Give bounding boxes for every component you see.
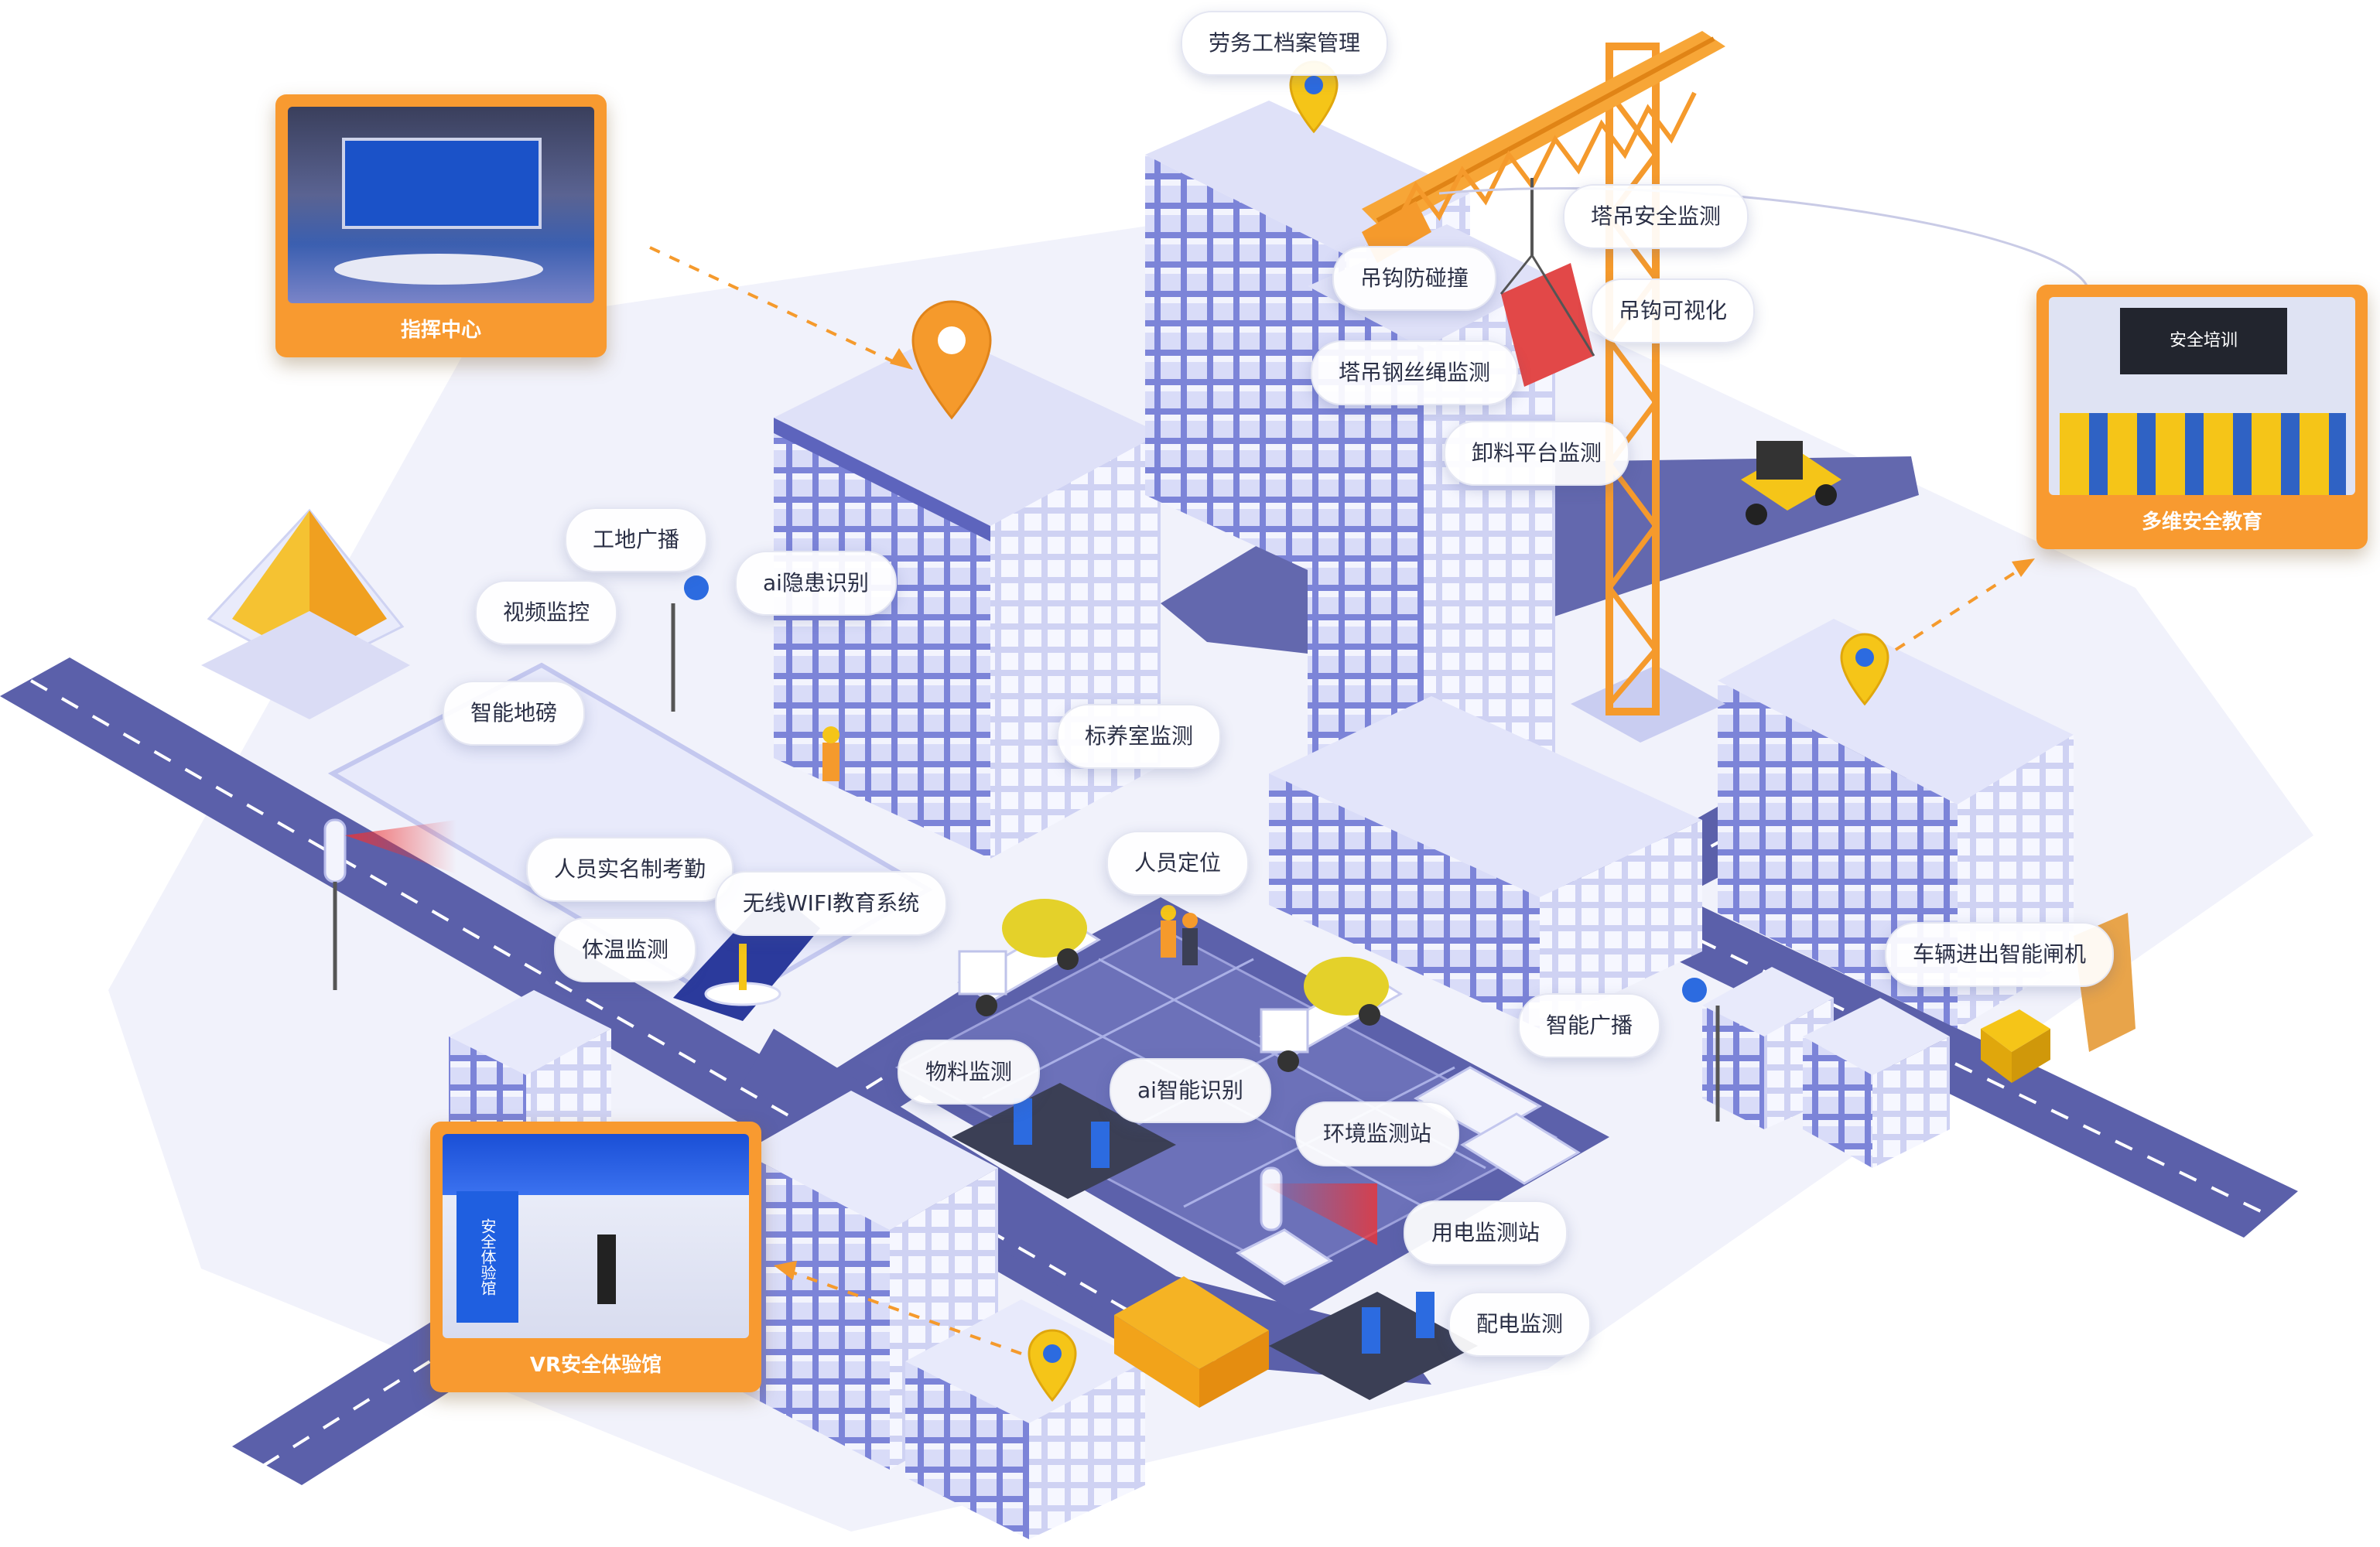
building-a xyxy=(774,333,1161,859)
school-bus xyxy=(1114,1276,1269,1408)
smart-broadcast-icon xyxy=(1682,978,1707,1002)
control-center-screen xyxy=(288,107,594,303)
label-wifi-education[interactable]: 无线WIFI教育系统 xyxy=(715,871,948,936)
label-personnel-location[interactable]: 人员定位 xyxy=(1106,831,1250,896)
label-smart-weighbridge[interactable]: 智能地磅 xyxy=(443,681,586,746)
forklift xyxy=(1741,441,1841,525)
sensors xyxy=(323,818,2136,1245)
pin-vr-icon xyxy=(1028,1329,1077,1402)
control-center-panel[interactable]: 指挥中心 xyxy=(275,94,607,357)
lamp-posts xyxy=(671,603,1720,1122)
label-tower-crane-safety[interactable]: 塔吊安全监测 xyxy=(1563,184,1749,249)
pyramid-structure xyxy=(201,508,410,719)
broadcast-speaker-icon xyxy=(684,575,709,600)
vr-hall-sign: 安全体验馆 xyxy=(457,1191,518,1323)
control-center-caption: 指挥中心 xyxy=(400,319,481,342)
parked-vans xyxy=(1236,1066,1581,1286)
vr-visitor xyxy=(597,1235,616,1304)
safety-education-caption: 多维安全教育 xyxy=(2141,511,2262,534)
pin-education-icon xyxy=(1840,633,1889,706)
safety-education-screen: 安全培训 xyxy=(2049,297,2355,495)
label-env-station[interactable]: 环境监测站 xyxy=(1295,1101,1460,1166)
label-ai-smart[interactable]: ai智能识别 xyxy=(1110,1058,1271,1123)
safety-education-panel[interactable]: 安全培训 多维安全教育 xyxy=(2036,285,2368,549)
label-power-station[interactable]: 用电监测站 xyxy=(1404,1200,1568,1265)
label-realname-attendance[interactable]: 人员实名制考勤 xyxy=(526,837,734,902)
label-video-monitor[interactable]: 视频监控 xyxy=(475,580,618,645)
podium-building xyxy=(1269,696,1702,1029)
label-distribution[interactable]: 配电监测 xyxy=(1448,1292,1592,1357)
trainees xyxy=(2060,413,2346,495)
mixer-truck-2 xyxy=(1259,957,1403,1072)
label-site-broadcast[interactable]: 工地广播 xyxy=(565,507,708,572)
vehicles xyxy=(957,441,2050,1408)
label-unloading-platform[interactable]: 卸料平台监测 xyxy=(1444,421,1630,486)
monitoring-equipment xyxy=(952,1083,1478,1400)
tower-crane xyxy=(1362,31,1725,743)
arc-line xyxy=(1438,187,2091,295)
connector-arrows xyxy=(774,348,2035,1280)
workers xyxy=(822,726,1198,965)
label-ai-hazard[interactable]: ai隐患识别 xyxy=(735,551,897,616)
label-labor-mgmt[interactable]: 劳务工档案管理 xyxy=(1181,11,1389,76)
conference-table xyxy=(334,254,543,285)
delivery-truck xyxy=(1981,1009,2050,1083)
label-smart-broadcast[interactable]: 智能广播 xyxy=(1518,993,1661,1058)
mixer-truck-1 xyxy=(957,899,1101,1016)
vr-hall-panel[interactable]: 安全体验馆 VR安全体验馆 xyxy=(430,1122,761,1392)
vr-hall-caption: VR安全体验馆 xyxy=(529,1354,662,1377)
connectors xyxy=(649,246,2029,1355)
vr-hall-screen: 安全体验馆 xyxy=(443,1134,749,1338)
label-nursery-monitor[interactable]: 标养室监测 xyxy=(1057,704,1222,769)
label-hook-visual[interactable]: 吊钩可视化 xyxy=(1591,278,1756,343)
label-temperature[interactable]: 体温监测 xyxy=(554,917,697,982)
label-crane-rope[interactable]: 塔吊钢丝绳监测 xyxy=(1311,340,1519,405)
label-hook-anticollision[interactable]: 吊钩防碰撞 xyxy=(1332,246,1497,311)
pin-main-icon xyxy=(911,300,992,420)
bottom-buildings xyxy=(449,990,1145,1539)
label-vehicle-gate[interactable]: 车辆进出智能闸机 xyxy=(1885,922,2115,987)
location-pins xyxy=(911,60,1889,1402)
training-board: 安全培训 xyxy=(2120,308,2287,374)
video-wall xyxy=(342,138,542,229)
label-material-monitor[interactable]: 物料监测 xyxy=(898,1040,1041,1105)
